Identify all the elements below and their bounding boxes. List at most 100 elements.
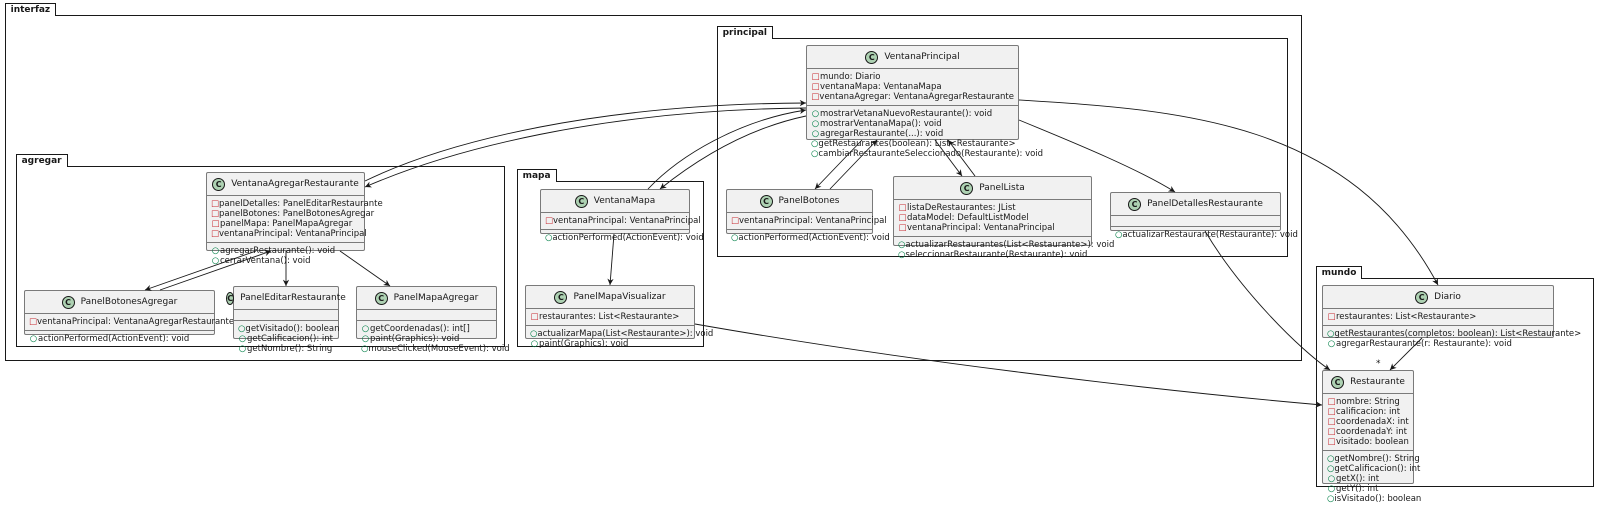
private-visibility-icon: □ — [898, 213, 907, 223]
class-attribute: □panelDetalles: PanelEditarRestaurante — [211, 199, 383, 209]
member-text: mostrarVetanaNuevoRestaurante(): void — [820, 109, 993, 119]
class-method: ○getCalificacion(): int — [238, 334, 334, 344]
edge-ventanaprincipal-to-paneldetalles — [1018, 119, 1176, 193]
private-visibility-icon: □ — [211, 199, 220, 209]
class-method: ○paint(Graphics): void — [530, 339, 690, 349]
class-method: ○getCalificacion(): int — [1327, 464, 1420, 474]
class-method: ○agregarRestaurante(...): void — [811, 129, 1014, 139]
class-attribute: □ventanaPrincipal: VentanaPrincipal — [898, 223, 1087, 233]
methods-section: ○agregarRestaurante(): void○cerrarVentan… — [207, 242, 364, 269]
public-visibility-icon: ○ — [898, 250, 906, 260]
member-text: ventanaPrincipal: VentanaPrincipal — [553, 216, 701, 226]
public-visibility-icon: ○ — [811, 149, 819, 159]
class-attribute: □listaDeRestaurantes: JList — [898, 203, 1087, 213]
public-visibility-icon: ○ — [211, 246, 220, 256]
class-method: ○actionPerformed(ActionEvent): void — [545, 233, 704, 243]
class-method: ○getNombre(): String — [1327, 454, 1420, 464]
member-text: dataModel: DefaultListModel — [907, 213, 1029, 223]
private-visibility-icon: □ — [545, 216, 554, 226]
class-attribute: □nombre: String — [1327, 397, 1409, 407]
public-visibility-icon: ○ — [898, 240, 906, 250]
member-text: ventanaAgregar: VentanaAgregarRestaurant… — [819, 92, 1014, 102]
package-interfaz: interfaz — [4, 3, 1302, 361]
edge-ventanaagregar-to-panelbotonesagregar — [144, 250, 257, 291]
class-name: PanelBotonesAgregar — [80, 297, 178, 307]
member-text: panelMapa: PanelMapaAgregar — [220, 219, 353, 229]
methods-section: ○actionPerformed(ActionEvent): void — [727, 229, 890, 246]
private-visibility-icon: □ — [1327, 437, 1336, 447]
package-mundo: mundo — [1315, 266, 1594, 487]
class-name: PanelMapaAgregar — [393, 293, 479, 303]
edge-panelmapavisualizar-to-restaurante — [694, 323, 1323, 408]
attributes-section: □nombre: String□calificacion: int□coorde… — [1323, 394, 1413, 450]
class-method: ○actionPerformed(ActionEvent): void — [29, 334, 210, 344]
private-visibility-icon: □ — [811, 92, 820, 102]
class-method: ○agregarRestaurante(r: Restaurante): voi… — [1327, 339, 1549, 349]
attributes-section: □restaurantes: List<Restaurante> — [1323, 309, 1553, 325]
public-visibility-icon: ○ — [530, 329, 538, 339]
member-text: restaurantes: List<Restaurante> — [539, 312, 680, 322]
member-text: getNombre(): String — [247, 344, 333, 354]
attributes-section: □ventanaPrincipal: VentanaAgregarRestaur… — [25, 314, 234, 330]
class-stereotype-icon: C — [759, 194, 773, 208]
private-visibility-icon: □ — [211, 229, 220, 239]
class-name: PanelDetallesRestaurante — [1147, 199, 1263, 209]
class-attribute: □ventanaPrincipal: VentanaPrincipal — [211, 229, 367, 239]
private-visibility-icon: □ — [1327, 417, 1336, 427]
class-stereotype-icon: C — [374, 291, 388, 305]
edge-ventanamapa-to-ventanaprincipal — [647, 107, 807, 190]
public-visibility-icon: ○ — [1327, 464, 1335, 474]
class-stereotype-icon: C — [960, 181, 974, 195]
methods-section: ○getVisitado(): boolean○getCalificacion(… — [234, 320, 339, 357]
member-text: coordenadaY: int — [1336, 427, 1407, 437]
member-text: getCoordenadas(): int[] — [370, 324, 470, 334]
member-text: isVisitado(): boolean — [1334, 494, 1422, 504]
methods-section: ○getCoordenadas(): int[]○paint(Graphics)… — [357, 320, 510, 357]
member-text: paint(Graphics): void — [539, 339, 629, 349]
public-visibility-icon: ○ — [811, 139, 819, 149]
class-method: ○getRestaurantes(completos: boolean): Li… — [1327, 329, 1581, 339]
class-stereotype-icon: C — [1128, 197, 1142, 211]
member-text: actionPerformed(ActionEvent): void — [38, 334, 190, 344]
member-text: coordenadaX: int — [1336, 417, 1409, 427]
edge-panelbotones-to-ventanaprincipal — [829, 139, 878, 190]
class-name: PanelLista — [979, 183, 1025, 193]
public-visibility-icon: ○ — [361, 324, 370, 334]
class-name: PanelMapaVisualizar — [573, 292, 666, 302]
package-agregar: agregar — [15, 154, 505, 347]
member-text: ventanaPrincipal: VentanaPrincipal — [219, 229, 367, 239]
attributes-section: □panelDetalles: PanelEditarRestaurante□p… — [207, 196, 383, 242]
member-text: nombre: String — [1336, 397, 1400, 407]
class-method: ○actualizarRestaurantes(List<Restaurante… — [898, 240, 1114, 250]
member-text: actualizarMapa(List<Restaurante>): void — [537, 329, 714, 339]
private-visibility-icon: □ — [898, 223, 907, 233]
public-visibility-icon: ○ — [545, 233, 553, 243]
public-visibility-icon: ○ — [1327, 494, 1335, 504]
edge-paneldetalles-to-restaurante — [1204, 230, 1331, 371]
edge-diario-to-restaurante — [1389, 337, 1423, 371]
class-method: ○actionPerformed(ActionEvent): void — [731, 233, 890, 243]
member-text: cambiarRestauranteSeleccionado(Restauran… — [818, 149, 1044, 159]
class-method: ○getX(): int — [1327, 474, 1409, 484]
public-visibility-icon: ○ — [811, 109, 820, 119]
public-visibility-icon: ○ — [1327, 329, 1335, 339]
edge-ventanamapa-to-panelmapavisualizar — [607, 233, 615, 286]
class-panel-mapa-agregar[interactable]: C PanelMapaAgregar ○getCoordenadas(): int[… — [356, 286, 510, 354]
methods-section: ○getRestaurantes(completos: boolean): Li… — [1323, 325, 1581, 352]
member-text: getY(): int — [1336, 484, 1379, 494]
